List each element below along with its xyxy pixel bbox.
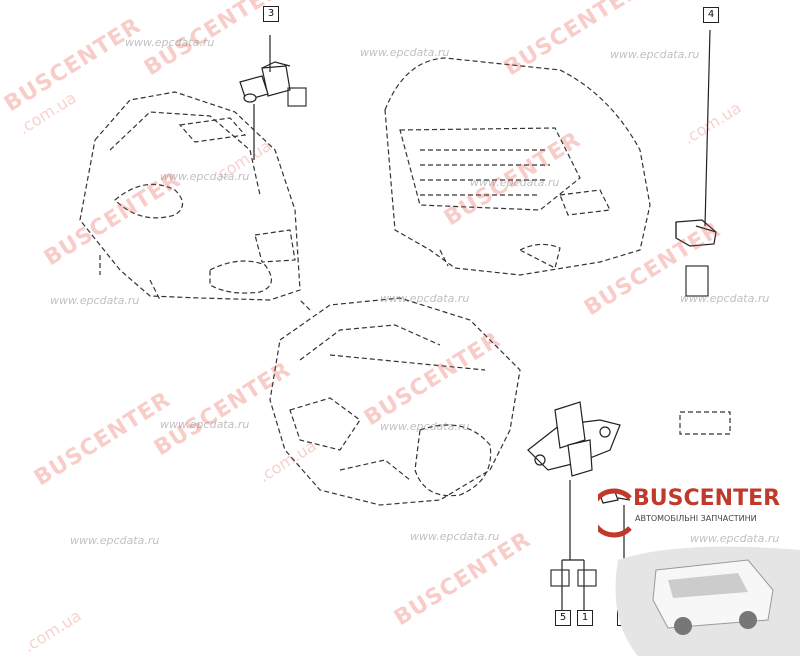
gearbox-housing (269, 297, 521, 506)
tool-icon-sensor-3 (287, 87, 307, 107)
logo-graphic (598, 488, 800, 656)
sensor-part-3 (239, 35, 291, 160)
engine-cover-left (79, 91, 301, 301)
logo-title: BUSCENTER (633, 486, 781, 511)
callout-4[interactable]: 4 (703, 7, 719, 23)
reference-box (679, 411, 731, 435)
tool-icon-sensor-4 (685, 265, 709, 297)
logo-subtitle: АВТОМОБІЛЬНІ ЗАПЧАСТИНИ (635, 514, 757, 523)
callout-5[interactable]: 5 (555, 610, 571, 626)
tool-icon-part-5 (550, 569, 570, 587)
engine-cover-right (384, 57, 651, 276)
callout-3[interactable]: 3 (263, 6, 279, 22)
tool-icon-part-1 (577, 569, 597, 587)
sensor-part-4 (675, 29, 717, 247)
buscenter-logo: BUSCENTER АВТОМОБІЛЬНІ ЗАПЧАСТИНИ (598, 480, 800, 656)
callout-1[interactable]: 1 (577, 610, 593, 626)
bracket-part-5 (527, 401, 621, 610)
